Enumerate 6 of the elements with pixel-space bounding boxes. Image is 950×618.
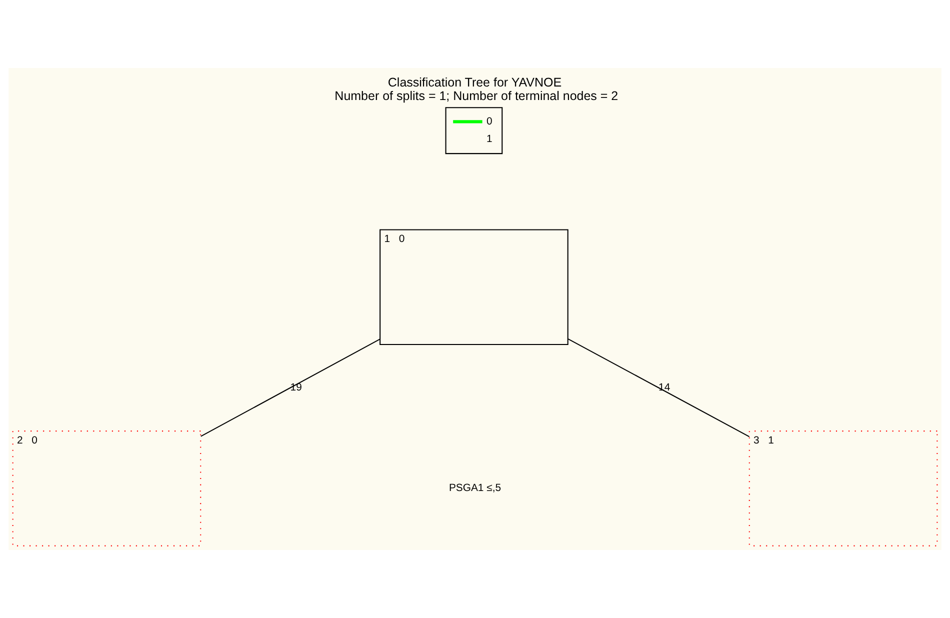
legend-label: 0 bbox=[486, 116, 492, 128]
edge-label: 19 bbox=[290, 382, 302, 394]
diagram-title: Classification Tree for YAVNOE bbox=[388, 75, 562, 90]
caption: Number of splits = 1; Number of terminal nodes = 2 bbox=[334, 88, 618, 103]
label: PSGA1 ≤,5 bbox=[448, 483, 502, 494]
legend-label: 1 bbox=[486, 134, 492, 146]
